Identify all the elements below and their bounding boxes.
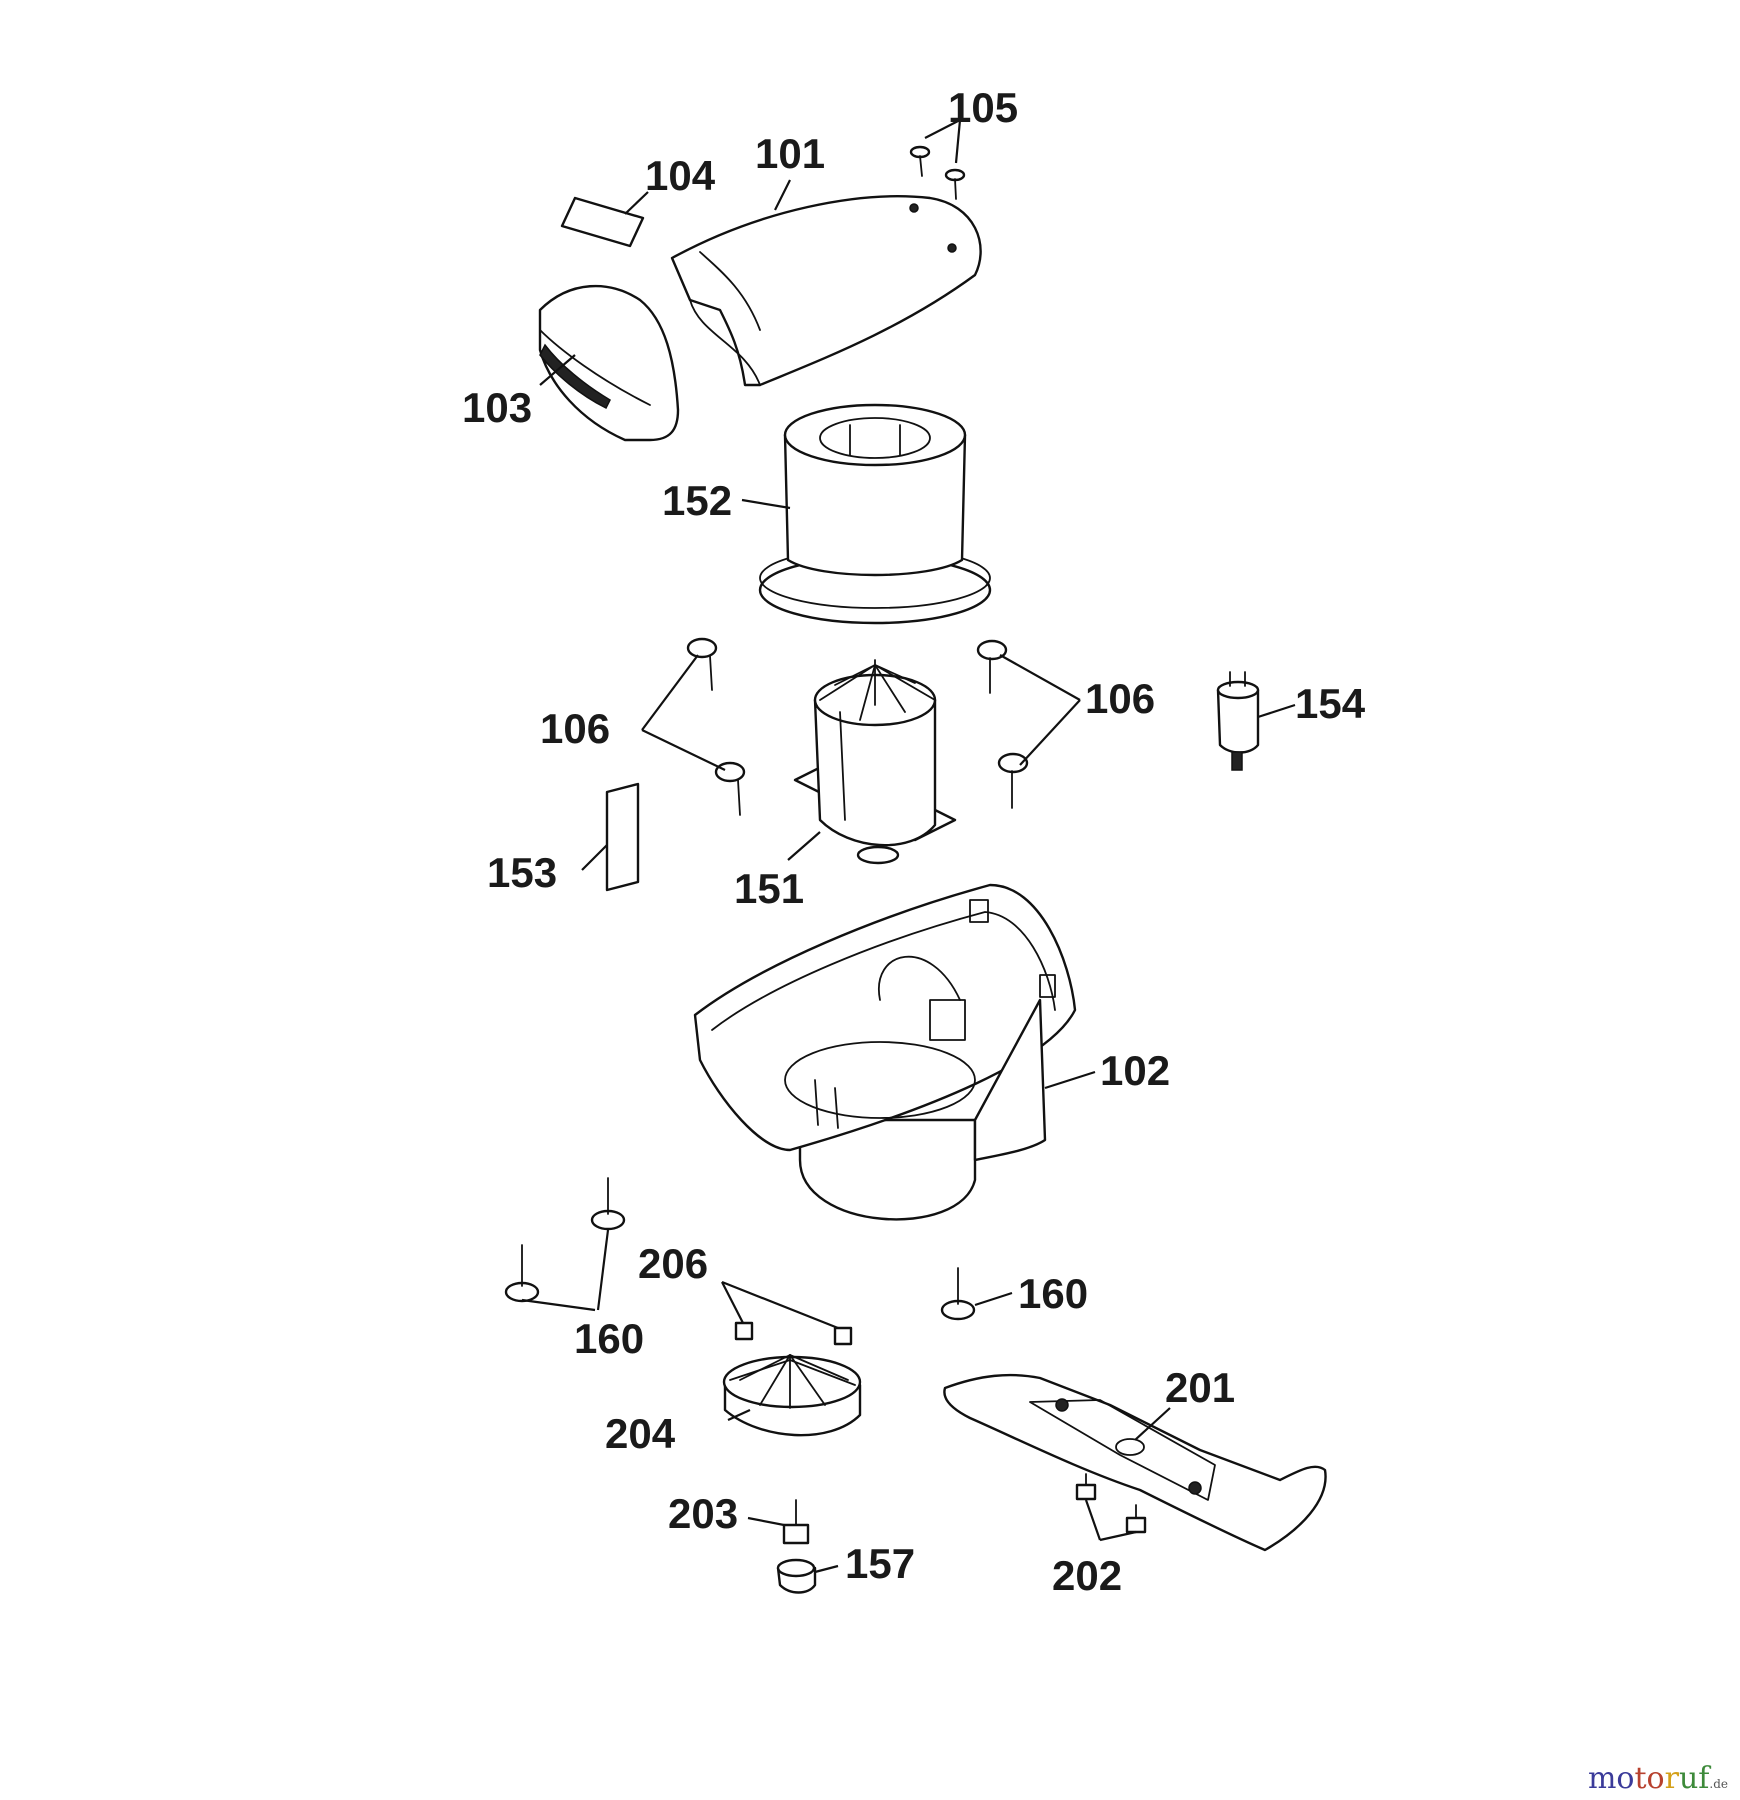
callout-157: 157	[845, 1540, 915, 1587]
callout-103: 103	[462, 384, 532, 431]
part-206-clips	[734, 1321, 853, 1346]
watermark-logo: motoruf.de	[1587, 1761, 1728, 1796]
callout-105: 105	[948, 84, 1018, 131]
callout-206: 206	[638, 1240, 708, 1287]
part-203-bolt	[782, 1499, 810, 1545]
part-160-screw-right	[940, 1267, 976, 1321]
leader-lines	[521, 119, 1296, 1574]
callout-153: 153	[487, 849, 557, 896]
callout-160-left: 160	[574, 1315, 644, 1362]
part-157-washer	[776, 1558, 817, 1594]
part-106-bolts-right	[976, 639, 1029, 809]
callout-152: 152	[662, 477, 732, 524]
callout-154: 154	[1295, 680, 1366, 727]
part-103-front-cap	[538, 284, 680, 442]
part-106-bolts-left	[686, 637, 746, 816]
callout-201: 201	[1165, 1364, 1235, 1411]
part-104-label-plate	[560, 196, 645, 248]
part-102-main-housing	[693, 883, 1077, 1221]
callout-203: 203	[668, 1490, 738, 1537]
callout-160-right: 160	[1018, 1270, 1088, 1317]
part-154-capacitor	[1216, 671, 1260, 771]
callout-104: 104	[645, 152, 716, 199]
callout-151: 151	[734, 865, 804, 912]
callout-106-left: 106	[540, 705, 610, 752]
callout-102: 102	[1100, 1047, 1170, 1094]
callout-202: 202	[1052, 1552, 1122, 1599]
callout-204: 204	[605, 1410, 676, 1457]
callout-101: 101	[755, 130, 825, 177]
part-160-screws-left	[504, 1177, 626, 1303]
part-152-motor-housing	[758, 403, 992, 625]
part-151-motor	[793, 659, 957, 865]
part-201-blade	[943, 1373, 1327, 1552]
callout-106-right: 106	[1085, 675, 1155, 722]
part-153-strip	[605, 782, 640, 892]
callout-labels: 104 101 105 103 152 106 106 154 153 151 …	[462, 84, 1366, 1599]
part-101-top-cover	[670, 195, 982, 387]
part-204-fan	[722, 1354, 862, 1437]
part-105-screws	[909, 145, 966, 200]
